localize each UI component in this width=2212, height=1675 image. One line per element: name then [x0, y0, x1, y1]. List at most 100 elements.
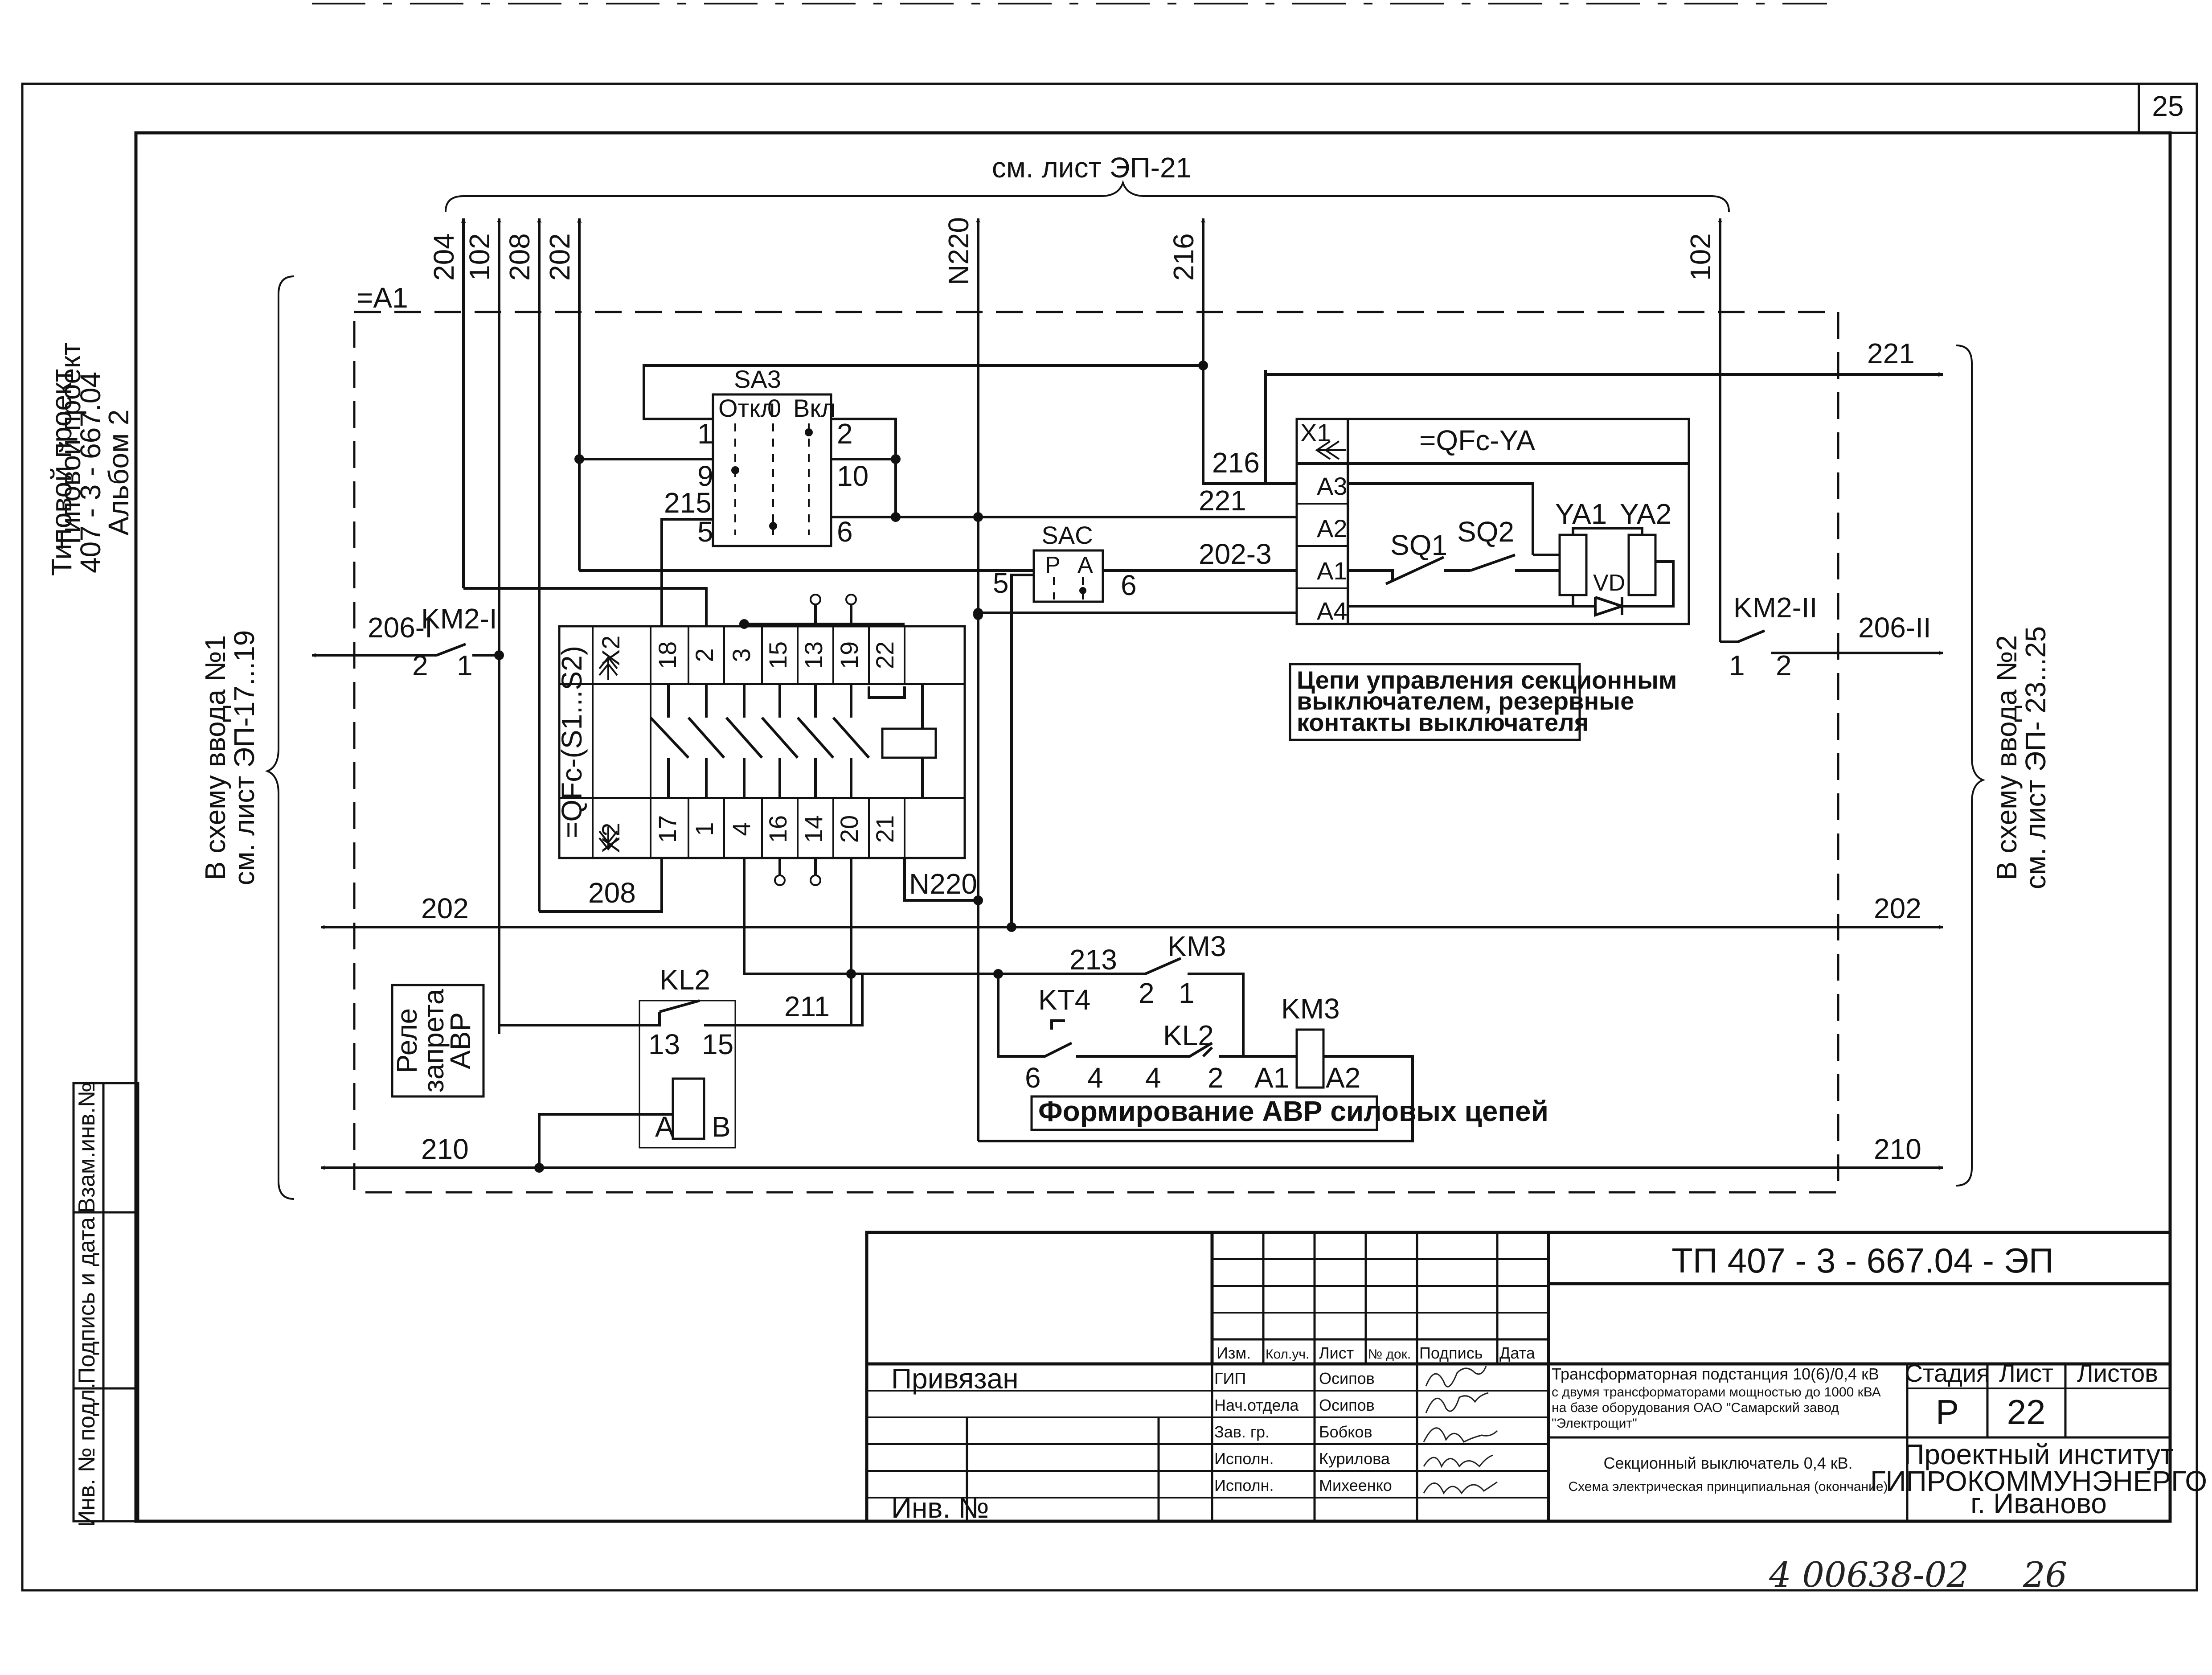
- sheet-title-2: Схема электрическая принципиальная (окон…: [1568, 1479, 1888, 1494]
- kl2-contact-pin-4: 4: [1145, 1062, 1161, 1094]
- qfc-s-block: X2 X2 =QFc-(S1...S2) 18 2 3 15 13 19 22 …: [556, 625, 966, 859]
- sac-a: A: [1077, 552, 1093, 578]
- name-1: Осипов: [1319, 1396, 1375, 1414]
- kl2-coil-a: A: [655, 1111, 674, 1143]
- signature-1: [1425, 1392, 1489, 1413]
- project-line-1: Типовой проект: [54, 342, 86, 549]
- wire-202: 202: [544, 233, 576, 281]
- km3-contact-pin-2: 2: [1139, 977, 1155, 1009]
- desc-line-3: на базе оборудования ОАО "Самарский заво…: [1552, 1400, 1839, 1415]
- sa3-pin-10: 10: [837, 460, 868, 492]
- org-line-1: Проектный институт: [1904, 1438, 2173, 1470]
- avr-circuit: 213 KM3 2 1 KT4 6 4 KL2 4 2 KM3 A1 A2 Фо…: [978, 930, 1548, 1142]
- qfc-s-top-pin-18: 18: [653, 641, 681, 669]
- top-reference: см. лист ЭП-21: [445, 152, 1730, 212]
- wire-102-left: 102: [463, 233, 496, 281]
- stage-header: Стадия: [1905, 1359, 1990, 1387]
- kl2-name: KL2: [660, 964, 710, 996]
- project-line-3: Альбом 2: [102, 410, 135, 536]
- km2-i-contact: KM2-I 206-I 2 1: [312, 603, 504, 681]
- archive-number: 4 00638-02: [1769, 1555, 1969, 1595]
- sa3-on: Вкл: [793, 394, 836, 422]
- role-4: Исполн.: [1214, 1476, 1274, 1494]
- wire-211-label: 211: [784, 990, 830, 1022]
- qfc-ya-block: X1 =QFc-YA A3 A2 A1 A4 SQ1 SQ2 YA1 YA2 V…: [1295, 418, 1690, 625]
- qfc-s-top-pin-19: 19: [835, 641, 863, 669]
- qfc-s-bottom-pin-1: 1: [690, 822, 718, 836]
- name-3: Курилова: [1319, 1449, 1390, 1468]
- km3-contact-name: KM3: [1167, 930, 1226, 962]
- relay-line-2: запрета: [418, 989, 450, 1092]
- note-line-3: контакты выключателя: [1297, 708, 1589, 736]
- bus-210-left: 210: [421, 1133, 469, 1165]
- qfc-ya-vd: VD: [1593, 570, 1625, 596]
- role-2: Зав. гр.: [1214, 1423, 1270, 1441]
- sa3-wiring: [579, 364, 1943, 617]
- note-line-1: Цепи управления секционным: [1297, 666, 1677, 694]
- qfc-s-top-pin-13: 13: [799, 641, 827, 669]
- sac-pin-5: 5: [993, 567, 1009, 599]
- kt4-name: KT4: [1038, 984, 1090, 1016]
- qfc-s-bottom-pin-21: 21: [871, 815, 899, 843]
- wire-216-label: 216: [1212, 447, 1260, 479]
- kt4-pin-4: 4: [1087, 1062, 1103, 1094]
- sac-pin-6: 6: [1121, 569, 1137, 601]
- sac-name: SAC: [1041, 521, 1093, 549]
- name-4: Михеенко: [1319, 1476, 1392, 1494]
- km3-contact-pin-1: 1: [1179, 977, 1195, 1009]
- wire-208-label: 208: [588, 877, 636, 909]
- strip-sign-date: Подпись и дата: [74, 1217, 100, 1384]
- qfc-s-top-pin-15: 15: [764, 641, 792, 669]
- qfc-ya-pin-a3: A3: [1317, 472, 1348, 500]
- signature-2: [1423, 1427, 1498, 1443]
- sac-p: P: [1045, 552, 1061, 578]
- sa3-pin-2: 2: [837, 418, 853, 450]
- sa3-pin-6: 6: [837, 516, 853, 548]
- sheet-number: 25: [2152, 90, 2183, 122]
- sa3-off: Откл: [718, 394, 775, 422]
- sa3-switch: SA3 Откл 0 Вкл 1 9 5 2 10 6: [697, 365, 868, 548]
- qfc-ya-pin-a1: A1: [1317, 557, 1348, 585]
- km3-coil-a1: A1: [1254, 1062, 1289, 1094]
- km2-i-pin-1: 1: [457, 649, 473, 681]
- km3-coil-name: KM3: [1281, 993, 1340, 1025]
- qfc-ya-sq2: SQ2: [1457, 516, 1514, 548]
- sa3-pin-1: 1: [697, 418, 713, 450]
- org-line-3: г. Иваново: [1970, 1487, 2107, 1519]
- top-wires: [463, 218, 1720, 1141]
- left-stamp-strip: Взам.инв.№ Подпись и дата Инв. № подл.: [72, 1082, 139, 1527]
- wire-215-label: 215: [664, 487, 712, 519]
- qfc-ya-ya1: YA1: [1555, 498, 1607, 530]
- desc-line-1: Трансформаторная подстанция 10(6)/0,4 кВ: [1552, 1365, 1879, 1383]
- signature-3: [1423, 1454, 1493, 1468]
- sa3-name: SA3: [734, 365, 781, 393]
- left-brace: [265, 275, 295, 1200]
- bus-210-right: 210: [1874, 1133, 1921, 1165]
- kl2-contact-name: KL2: [1163, 1019, 1214, 1051]
- km3-coil-a2: A2: [1326, 1062, 1360, 1094]
- linked-label: Привязан: [891, 1363, 1019, 1395]
- relay-line-1: Реле: [391, 1008, 423, 1073]
- sheet-title-1: Секционный выключатель 0,4 кВ.: [1603, 1454, 1852, 1472]
- name-2: Бобков: [1319, 1423, 1372, 1441]
- left-ref-line-2: см. лист ЭП-17...19: [228, 630, 260, 886]
- kl2-pin-13: 13: [648, 1028, 680, 1060]
- qfc-ya-pin-a2: A2: [1317, 514, 1348, 542]
- org-line-2: ГИПРОКОММУНЭНЕРГО: [1870, 1465, 2207, 1497]
- col-sign: Подпись: [1419, 1344, 1483, 1362]
- frame-a1: [353, 311, 1839, 1194]
- kl2-contact-pin-2: 2: [1208, 1062, 1224, 1094]
- doc-code: ТП 407 - 3 - 667.04 - ЭП: [1671, 1241, 2054, 1280]
- wire-102-right: 102: [1684, 233, 1716, 281]
- wire-216: 216: [1167, 233, 1200, 281]
- right-ref-line-1: В схему ввода №2: [1991, 635, 2023, 880]
- col-list: Лист: [1319, 1344, 1354, 1362]
- wire-213-label: 213: [1069, 944, 1117, 976]
- qfc-s-bottom-pin-4: 4: [727, 822, 755, 836]
- name-0: Осипов: [1319, 1369, 1375, 1388]
- signature-0: [1425, 1366, 1487, 1388]
- note-box: Цепи управления секционным выключателем,…: [1289, 663, 1677, 741]
- sheets-header: Листов: [2077, 1359, 2158, 1387]
- col-doc: № док.: [1368, 1347, 1411, 1362]
